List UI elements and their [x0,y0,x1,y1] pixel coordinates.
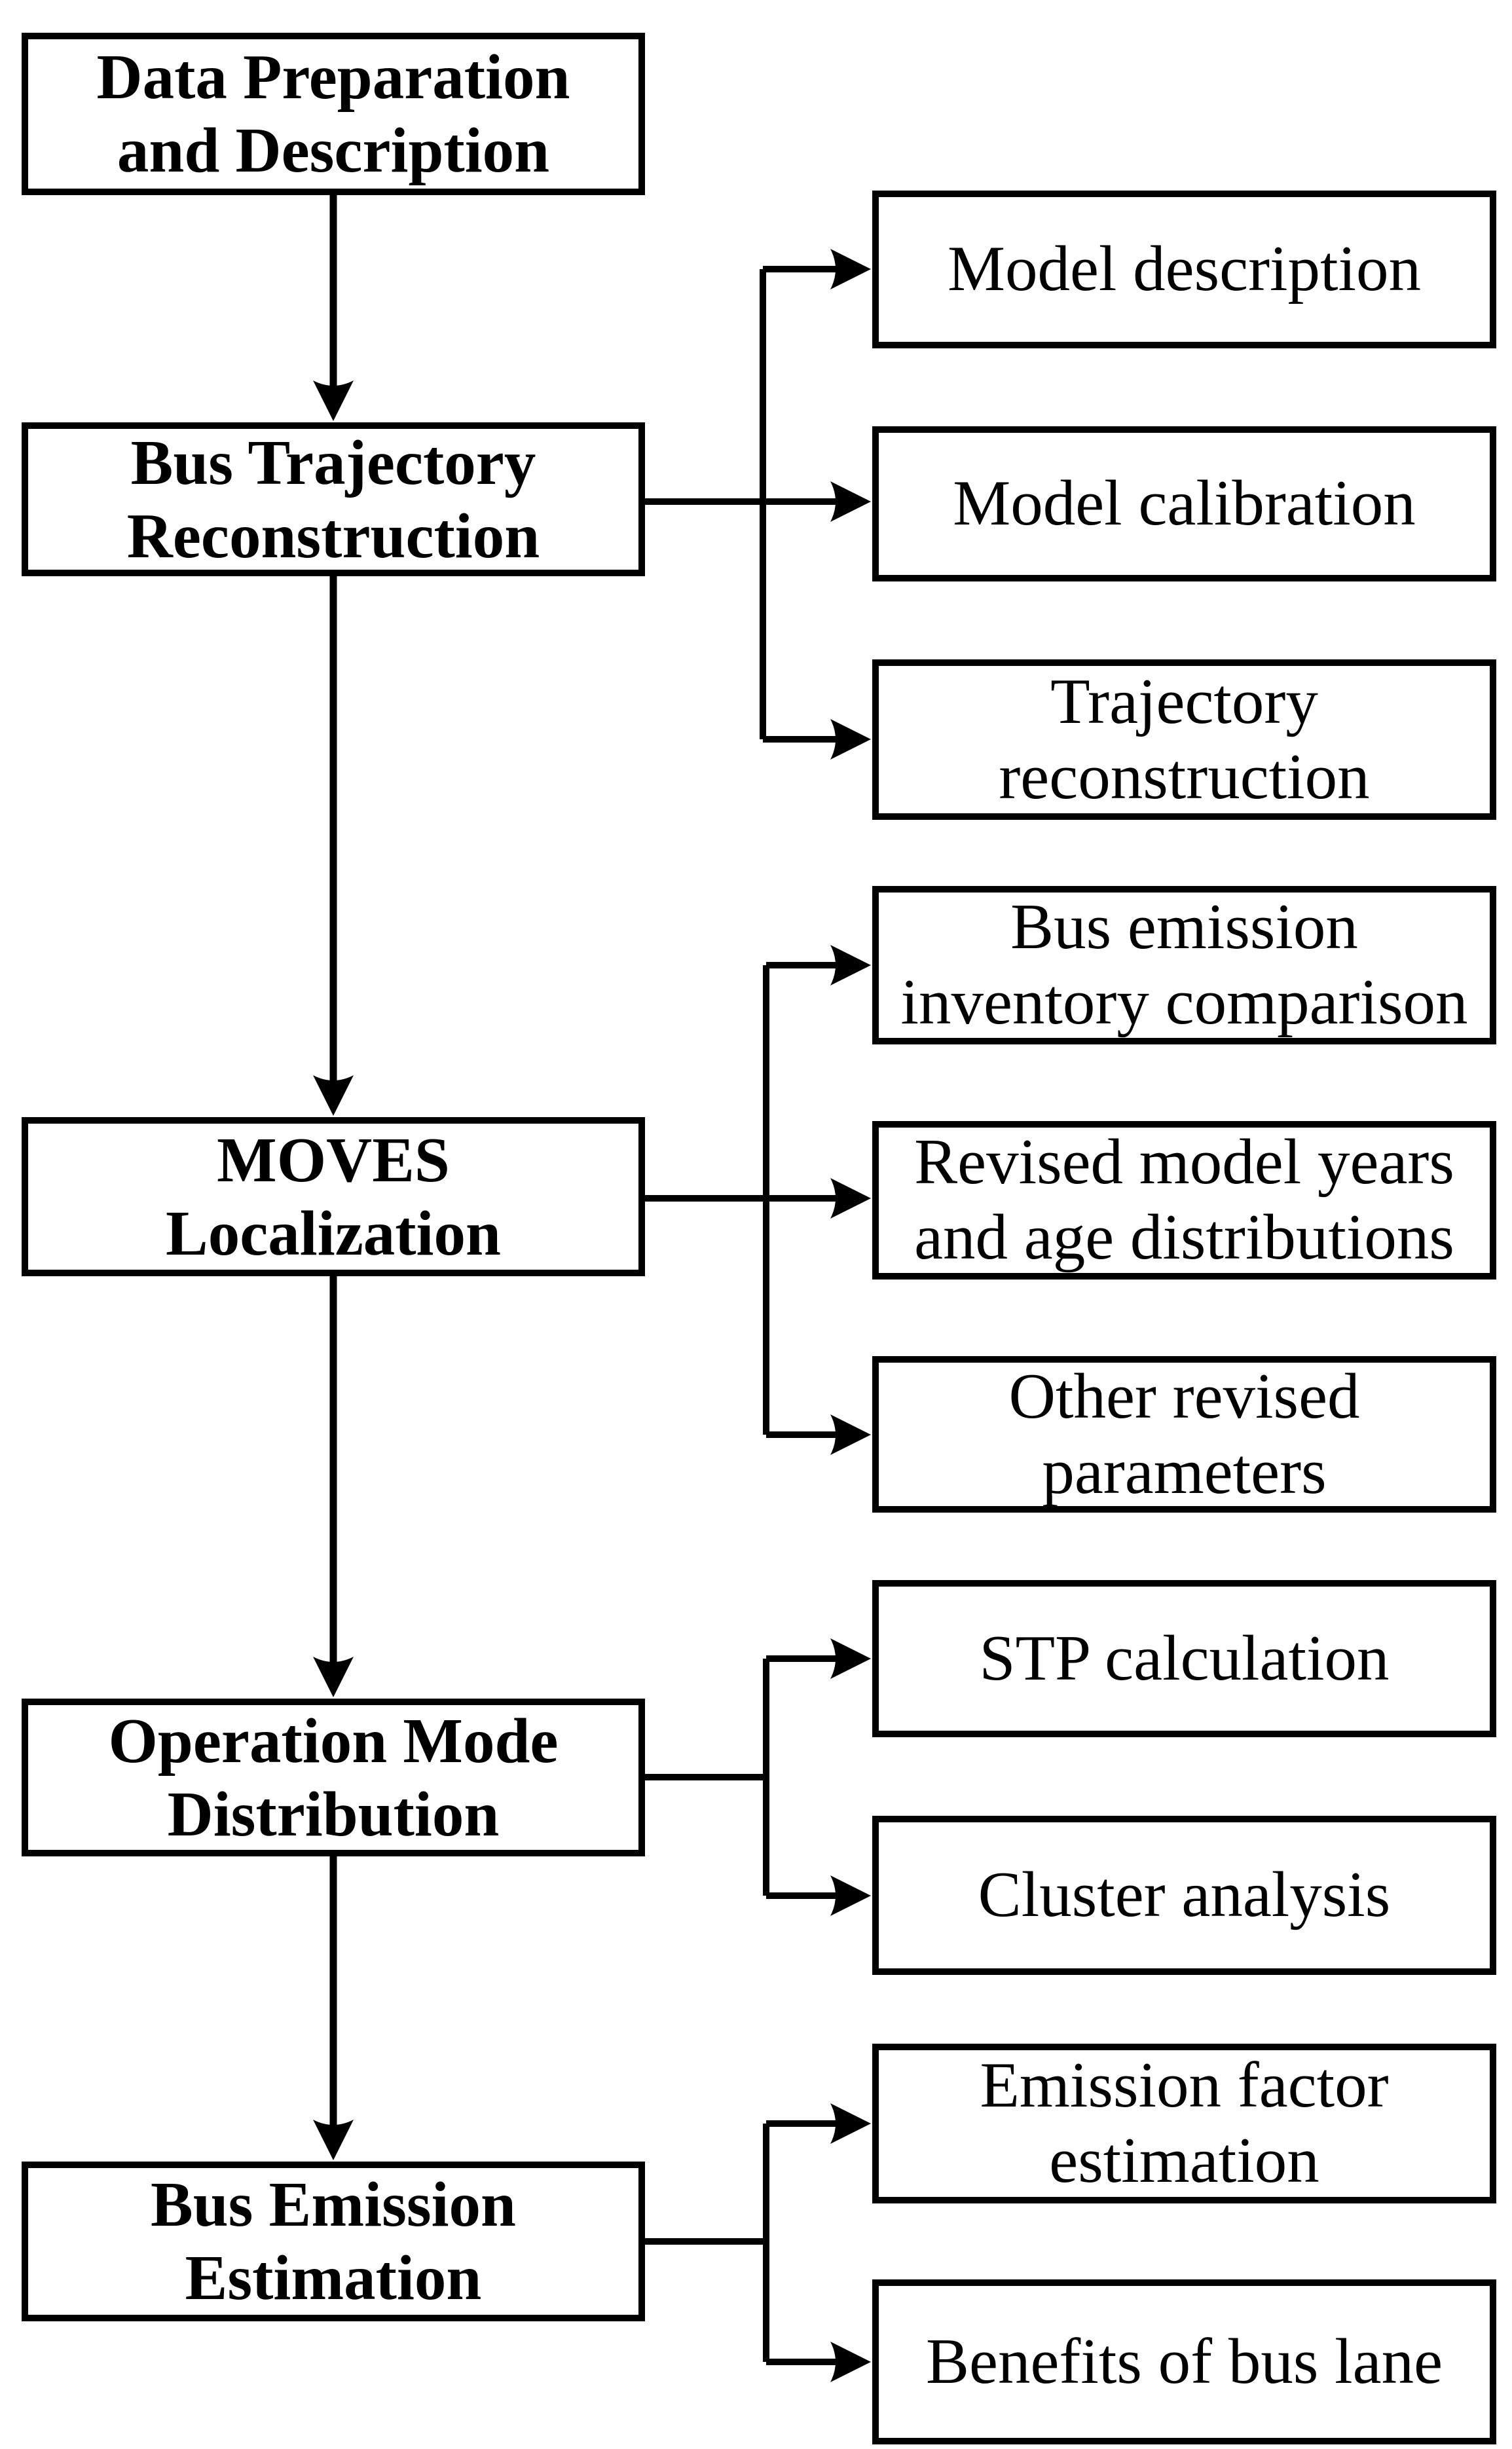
node-moves-localization: MOVES Localization [22,1117,645,1276]
node-label: STP calculation [979,1622,1390,1694]
node-label: Benefits of bus lane [925,2325,1443,2397]
node-label: Model calibration [953,468,1416,540]
node-label: Other revised parameters [1008,1360,1360,1507]
edge-operation-mode-to-bus-emission [313,1856,354,2160]
node-revised-model-years-age-distributions: Revised model years and age distribution… [872,1121,1496,1280]
node-benefits-of-bus-lane: Benefits of bus lane [872,2279,1496,2444]
edge-moves-to-operation-mode [313,1276,354,1697]
branch-moves-localization [645,945,871,1455]
branch-bus-emission [645,2103,871,2382]
node-other-revised-parameters: Other revised parameters [872,1356,1496,1513]
branch-bus-trajectory [645,249,871,760]
node-trajectory-reconstruction: Trajectory reconstruction [872,659,1496,820]
node-bus-emission-inventory-comparison: Bus emission inventory comparison [872,886,1496,1044]
node-label: Model description [947,233,1422,305]
node-emission-factor-estimation: Emission factor estimation [872,2044,1496,2203]
node-label: MOVES Localization [166,1124,501,1268]
node-label: Revised model years and age distribution… [914,1126,1454,1273]
node-stp-calculation: STP calculation [872,1580,1496,1737]
node-label: Bus Trajectory Reconstruction [126,427,540,571]
node-label: Operation Mode Distribution [108,1705,559,1849]
edge-bus-trajectory-to-moves [313,576,354,1116]
node-model-calibration: Model calibration [872,426,1496,581]
node-label: Bus Emission Estimation [151,2169,516,2313]
node-operation-mode-distribution: Operation Mode Distribution [22,1699,645,1856]
node-bus-emission-estimation: Bus Emission Estimation [22,2162,645,2321]
node-label: Data Preparation and Description [96,42,570,185]
node-model-description: Model description [872,191,1496,348]
node-label: Trajectory reconstruction [999,665,1370,813]
node-bus-trajectory-reconstruction: Bus Trajectory Reconstruction [22,422,645,576]
edge-data-preparation-to-bus-trajectory [313,195,354,421]
node-label: Cluster analysis [978,1859,1391,1931]
node-label: Emission factor estimation [980,2050,1389,2196]
node-label: Bus emission inventory comparison [900,891,1468,1038]
branch-operation-mode [645,1638,871,1916]
node-data-preparation-and-description: Data Preparation and Description [22,33,645,195]
node-cluster-analysis: Cluster analysis [872,1816,1496,1975]
